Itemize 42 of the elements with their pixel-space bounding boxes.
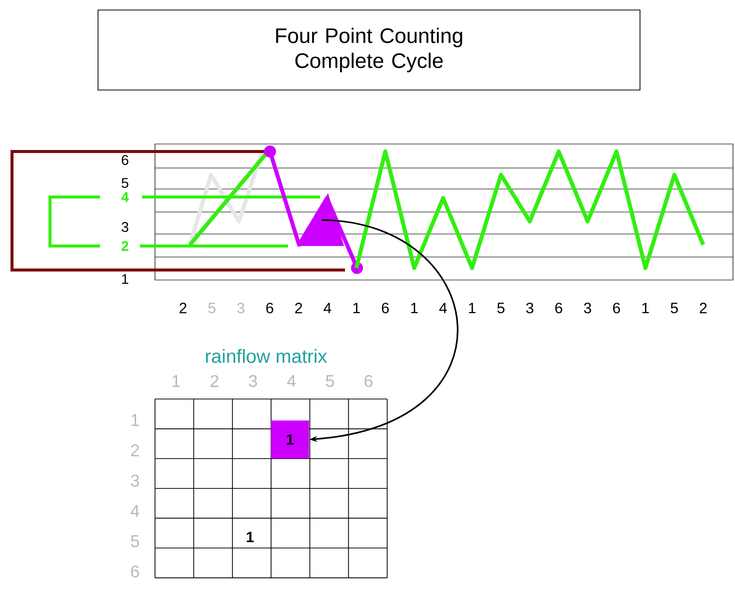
sequence-value: 3 (526, 302, 534, 314)
axis-label: 1 (122, 274, 128, 284)
sequence-value: 3 (584, 302, 592, 314)
sequence-value: 4 (324, 302, 332, 314)
matrix-cell: 1 (271, 420, 309, 458)
column-header: 3 (248, 374, 257, 388)
triangle-shape (300, 193, 344, 246)
cell-value: 1 (246, 532, 254, 542)
sequence-value: 5 (670, 302, 678, 314)
sequence-value: 2 (180, 302, 186, 314)
column-header: 1 (172, 375, 180, 387)
sequence-value: 1 (642, 302, 649, 314)
sequence-value: 5 (208, 302, 216, 314)
axis-label: 3 (122, 222, 128, 232)
sequence-value: 6 (555, 302, 562, 314)
sequence-value: 2 (295, 302, 302, 314)
sequence-value: 6 (613, 302, 620, 314)
column-header: 6 (364, 374, 372, 388)
row-header: 3 (130, 474, 139, 487)
column-header: 5 (326, 375, 334, 387)
sequence-value: 1 (411, 302, 418, 314)
sequence-value: 1 (468, 302, 476, 314)
axis-label: 4 (121, 192, 129, 202)
axis-label: 2 (122, 241, 128, 251)
sequence-value: 4 (439, 302, 447, 314)
row-header: 2 (131, 444, 139, 456)
column-header: 2 (210, 375, 218, 387)
sequence-value: 1 (353, 302, 360, 314)
title-box: Four Point Counting Complete Cycle (98, 10, 640, 90)
column-header: 4 (287, 375, 296, 387)
sequence-value: 6 (266, 302, 274, 314)
sequence-value: 2 (700, 302, 707, 314)
matrix-title: rainflow matrix (206, 349, 327, 363)
sequence-value: 3 (237, 302, 244, 314)
sequence-value: 5 (497, 302, 504, 314)
sequence-value: 6 (382, 302, 389, 314)
row-header: 1 (132, 414, 139, 426)
row-header: 4 (130, 505, 140, 517)
axis-label: 6 (122, 155, 128, 165)
row-header: 6 (131, 565, 139, 578)
axis-label: 5 (122, 178, 128, 188)
row-header: 5 (130, 535, 140, 548)
